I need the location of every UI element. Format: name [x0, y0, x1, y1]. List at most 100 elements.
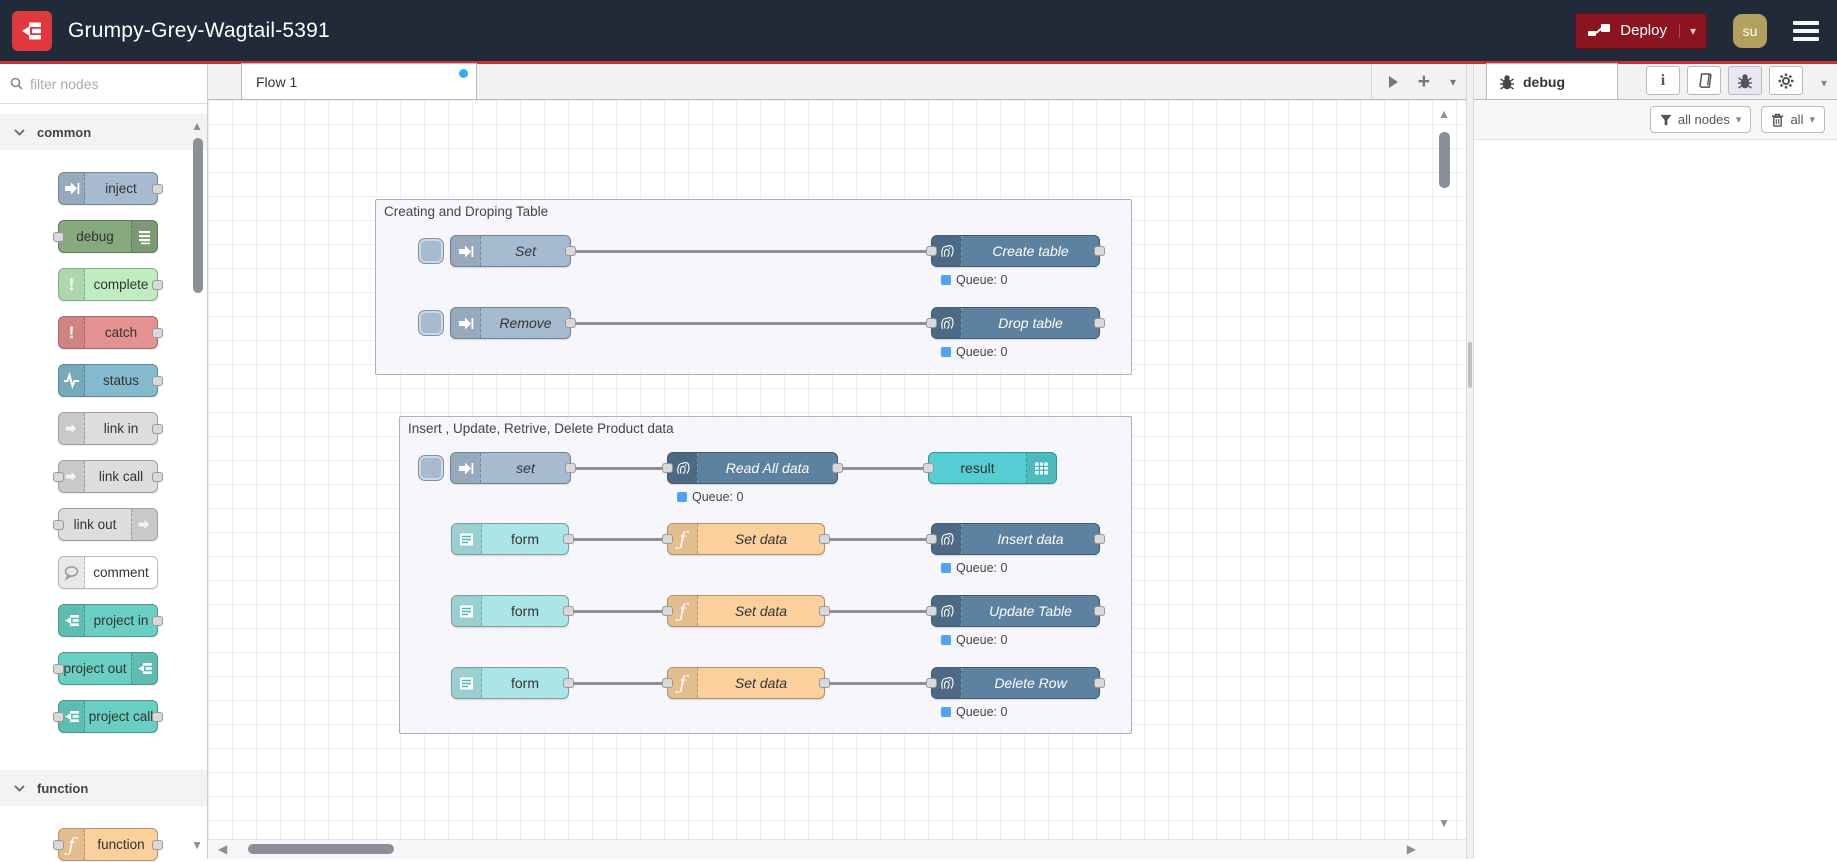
next-tab-button[interactable] — [1388, 75, 1398, 88]
output-port[interactable] — [152, 471, 163, 482]
output-port[interactable] — [563, 534, 574, 544]
flow-node-form[interactable]: form — [451, 595, 574, 627]
tab-flow-1[interactable]: Flow 1 — [241, 63, 477, 99]
palette-scrollbar-thumb[interactable] — [193, 138, 203, 293]
wire[interactable] — [571, 467, 667, 470]
debug-filter-button[interactable]: all nodes ▾ — [1649, 106, 1752, 133]
input-port[interactable] — [53, 663, 64, 674]
output-port[interactable] — [152, 375, 163, 386]
deploy-button[interactable]: Deploy ▾ — [1575, 12, 1707, 49]
palette-node-link-in[interactable]: link in — [58, 412, 163, 445]
output-port[interactable] — [563, 678, 574, 688]
wire[interactable] — [825, 538, 931, 541]
debug-clear-button[interactable]: all ▾ — [1761, 106, 1825, 133]
input-port[interactable] — [53, 471, 64, 482]
help-panel-button[interactable] — [1687, 66, 1721, 95]
sidebar-splitter[interactable] — [1466, 64, 1474, 859]
flow-node-result[interactable]: result — [923, 452, 1057, 484]
output-port[interactable] — [1094, 606, 1105, 616]
flow-node-create-table[interactable]: Create table — [926, 235, 1105, 267]
debug-messages-panel[interactable] — [1474, 140, 1837, 859]
inject-trigger-button[interactable] — [418, 238, 444, 264]
output-port[interactable] — [565, 463, 576, 473]
flow-node-remove[interactable]: Remove — [418, 307, 576, 339]
output-port[interactable] — [819, 678, 830, 688]
palette-node-project-in[interactable]: project in — [58, 604, 163, 637]
main-menu-button[interactable] — [1793, 17, 1819, 45]
canvas-scroll-down-icon[interactable]: ▼ — [1438, 816, 1450, 830]
input-port[interactable] — [662, 606, 673, 616]
input-port[interactable] — [926, 318, 937, 328]
debug-panel-button[interactable] — [1728, 66, 1762, 95]
canvas-scroll-up-icon[interactable]: ▲ — [1438, 107, 1450, 121]
canvas-hscrollbar-thumb[interactable] — [248, 844, 394, 854]
flow-node-drop-table[interactable]: Drop table — [926, 307, 1105, 339]
flow-node-insert-data[interactable]: Insert data — [926, 523, 1105, 555]
input-port[interactable] — [662, 678, 673, 688]
input-port[interactable] — [53, 711, 64, 722]
output-port[interactable] — [152, 423, 163, 434]
flow-node-set[interactable]: set — [418, 452, 576, 484]
flow-node-form[interactable]: form — [451, 667, 574, 699]
output-port[interactable] — [152, 327, 163, 338]
output-port[interactable] — [152, 839, 163, 850]
inject-trigger-button[interactable] — [418, 455, 444, 481]
wire[interactable] — [825, 682, 931, 685]
output-port[interactable] — [819, 534, 830, 544]
wire[interactable] — [571, 322, 931, 325]
palette-category-function[interactable]: function — [0, 770, 207, 806]
add-flow-button[interactable]: + — [1417, 69, 1430, 93]
output-port[interactable] — [1094, 534, 1105, 544]
user-avatar[interactable]: su — [1733, 13, 1767, 48]
input-port[interactable] — [926, 534, 937, 544]
input-port[interactable] — [923, 463, 934, 473]
output-port[interactable] — [1094, 318, 1105, 328]
palette-filter-input[interactable] — [30, 75, 180, 92]
canvas-scroll-right-icon[interactable]: ▶ — [1406, 842, 1416, 856]
input-port[interactable] — [53, 839, 64, 850]
palette-node-project-call[interactable]: project call — [53, 700, 163, 733]
palette-node-inject[interactable]: inject — [58, 172, 163, 205]
palette-node-complete[interactable]: !complete — [58, 268, 163, 301]
flow-node-set[interactable]: Set — [418, 235, 576, 267]
info-panel-button[interactable]: i — [1646, 66, 1680, 95]
output-port[interactable] — [563, 606, 574, 616]
input-port[interactable] — [926, 246, 937, 256]
palette-scroll-up-icon[interactable]: ▲ — [191, 119, 203, 133]
output-port[interactable] — [152, 615, 163, 626]
flow-node-read-all-data[interactable]: Read All data — [662, 452, 843, 484]
wire[interactable] — [569, 538, 667, 541]
palette-node-project-out[interactable]: project out — [53, 652, 158, 685]
wire[interactable] — [838, 467, 928, 470]
wire[interactable] — [571, 250, 931, 253]
palette-category-common[interactable]: common — [0, 114, 207, 150]
output-port[interactable] — [565, 246, 576, 256]
deploy-options-caret-icon[interactable]: ▾ — [1678, 23, 1696, 38]
tab-debug[interactable]: debug — [1486, 63, 1618, 99]
palette-scroll-down-icon[interactable]: ▼ — [191, 838, 203, 852]
output-port[interactable] — [152, 183, 163, 194]
palette-node-link-call[interactable]: link call — [53, 460, 163, 493]
flow-list-caret-icon[interactable]: ▾ — [1449, 74, 1456, 89]
sidebar-options-caret-icon[interactable]: ▾ — [1820, 76, 1827, 90]
output-port[interactable] — [152, 279, 163, 290]
wire[interactable] — [825, 610, 931, 613]
input-port[interactable] — [53, 231, 64, 242]
palette-node-catch[interactable]: !catch — [58, 316, 163, 349]
canvas-vscrollbar-thumb[interactable] — [1439, 132, 1450, 188]
flow-node-delete-row[interactable]: Delete Row — [926, 667, 1105, 699]
input-port[interactable] — [926, 606, 937, 616]
flow-node-update-table[interactable]: Update Table — [926, 595, 1105, 627]
palette-node-comment[interactable]: comment — [58, 556, 158, 589]
config-panel-button[interactable] — [1769, 66, 1803, 95]
input-port[interactable] — [662, 463, 673, 473]
flow-node-form[interactable]: form — [451, 523, 574, 555]
wire[interactable] — [569, 610, 667, 613]
canvas-scroll-left-icon[interactable]: ◀ — [218, 842, 228, 856]
palette-node-debug[interactable]: debug — [53, 220, 158, 253]
